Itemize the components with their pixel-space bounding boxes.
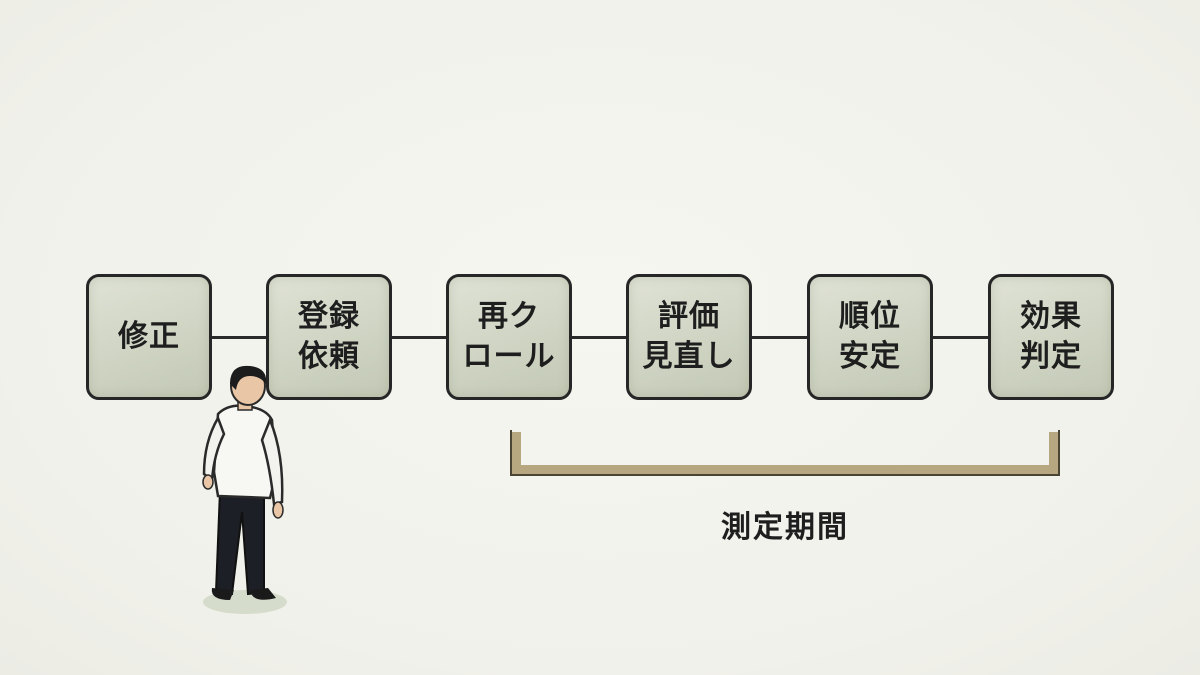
step-box-2: 登録 依頼 (266, 274, 392, 400)
step-label-5: 順位 安定 (839, 299, 901, 374)
step-box-1: 修正 (86, 274, 212, 400)
step-box-3: 再ク ロール (446, 274, 572, 400)
measurement-period-label: 測定期間 (721, 510, 849, 545)
step-label-1: 修正 (118, 319, 180, 354)
step-label-6: 効果 判定 (1020, 299, 1082, 374)
step-label-4: 評価 見直し (642, 299, 736, 374)
step-box-4: 評価 見直し (626, 274, 752, 400)
measurement-period-bracket (510, 430, 1060, 476)
step-box-5: 順位 安定 (807, 274, 933, 400)
step-label-2: 登録 依頼 (298, 299, 360, 374)
flow-connector-line (200, 336, 1000, 339)
person-figure-icon (202, 365, 287, 614)
step-label-3: 再ク ロール (462, 299, 556, 374)
step-box-6: 効果 判定 (988, 274, 1114, 400)
